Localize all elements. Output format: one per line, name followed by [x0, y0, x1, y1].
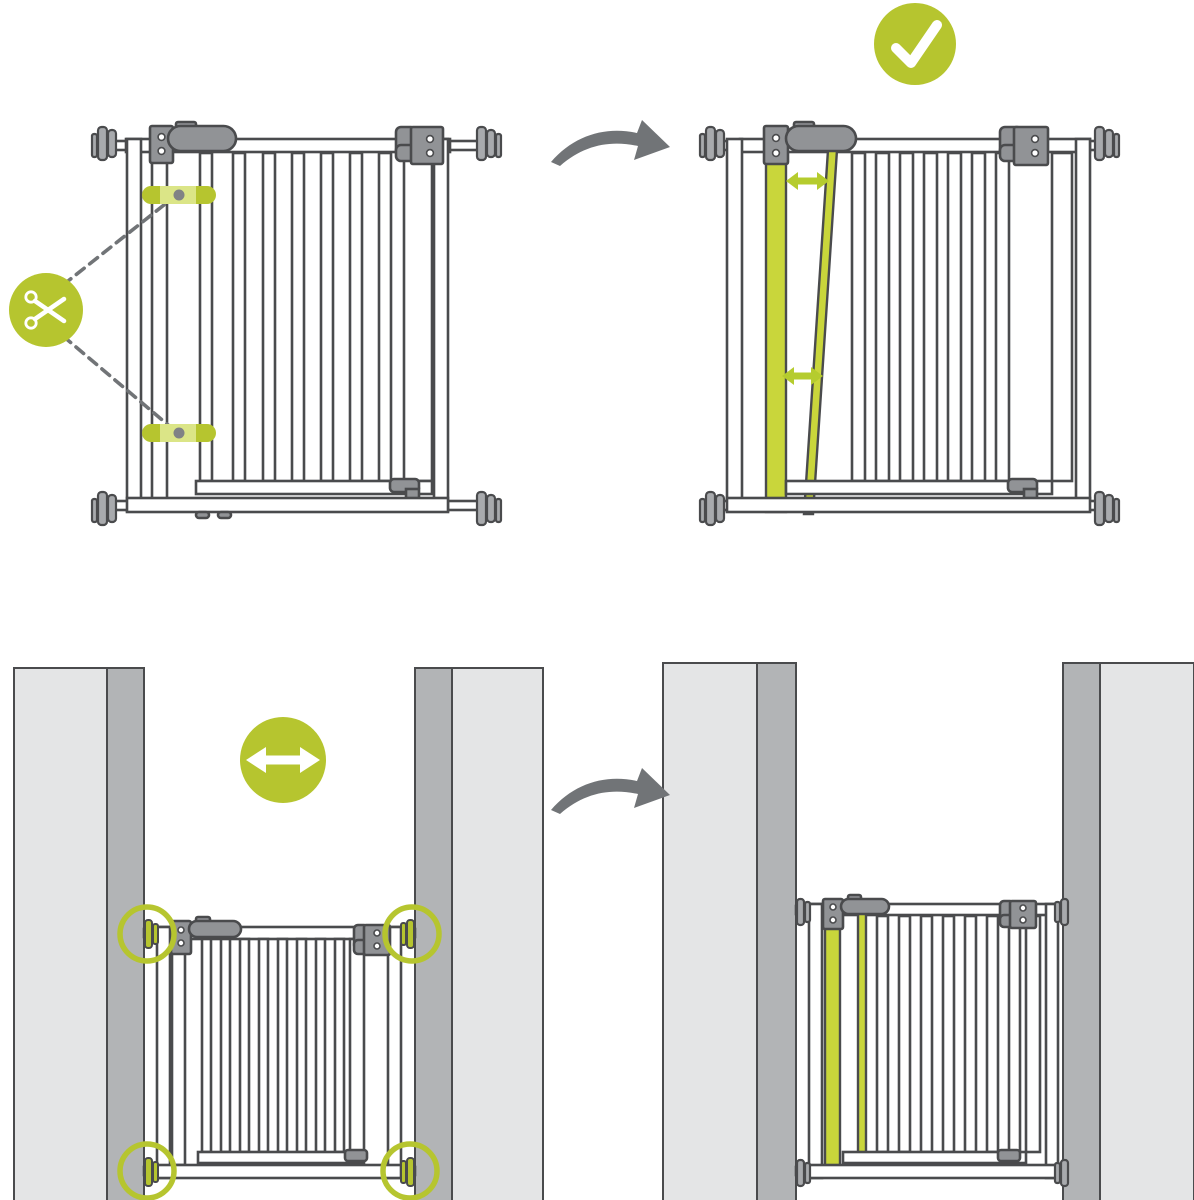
extension-bar-highlight	[764, 158, 788, 514]
hinge-bracket	[821, 897, 845, 931]
door-bottom-rail	[841, 1150, 1028, 1165]
gate-front-with-cut-marks	[9, 120, 503, 527]
gate-frame-bar	[1044, 902, 1060, 1180]
gate-door-slats	[875, 914, 1042, 1154]
step-connector-bottom	[540, 756, 680, 831]
wall-face	[662, 662, 758, 1200]
gate-handle	[187, 919, 243, 939]
panel-bottom-left	[0, 650, 594, 1200]
gate-frame-bar	[807, 902, 824, 1180]
gate-in-doorway-extension-installed	[662, 662, 1194, 1200]
gate-hinge-bar	[170, 948, 187, 1167]
safety-gate	[142, 915, 417, 1187]
latch-bracket	[998, 899, 1038, 930]
pressure-spindle	[475, 490, 503, 527]
door-bottom-rail	[196, 1150, 366, 1165]
extension-bar-highlight	[823, 926, 842, 1169]
pressure-spindle	[698, 490, 726, 527]
pressure-spindle	[90, 125, 118, 162]
gate-bottom-rail	[125, 496, 450, 514]
horizontal-spacing-arrow	[786, 172, 829, 190]
gate-door-slats	[200, 937, 366, 1154]
gate-bottom-rail	[807, 1163, 1060, 1180]
wall-face	[13, 667, 108, 1200]
gate-frame-bar	[125, 137, 143, 513]
floor-tab	[216, 510, 233, 520]
doorway-walls	[662, 662, 1194, 1200]
wall-face	[451, 667, 544, 1200]
curved-arrow-icon	[551, 120, 670, 166]
gate-frame-bar	[386, 925, 403, 1180]
door-bottom-rail	[194, 479, 434, 496]
pressure-point-ring	[382, 904, 442, 964]
gate-door-slats	[198, 151, 434, 483]
pressure-spindle	[1093, 125, 1121, 162]
latch-foot	[996, 1148, 1022, 1163]
wall-edge	[756, 662, 797, 1200]
gate-door-slats	[850, 151, 1074, 483]
gate-rod	[446, 499, 480, 512]
pressure-spindle	[475, 125, 503, 162]
gate-frame-bar	[432, 137, 450, 513]
gate-handle	[166, 124, 238, 153]
latch-foot	[343, 1148, 369, 1163]
cut-point-marker	[142, 424, 216, 442]
horizontal-spacing-arrow	[782, 367, 823, 385]
gate-frame-bar	[725, 137, 744, 513]
resize-horizontal-icon	[240, 717, 326, 803]
wall-edge	[106, 667, 145, 1200]
panel-top-right	[594, 0, 1194, 600]
gate-bottom-rail	[725, 496, 1092, 514]
pressure-spindle	[795, 897, 1070, 1188]
gate-frame-bar	[155, 925, 172, 1180]
pressure-spindle-highlighted	[144, 919, 415, 1187]
safety-gate	[698, 120, 1121, 527]
step-connector-top	[540, 108, 680, 180]
pressure-point-ring	[117, 1141, 177, 1200]
cut-point-marker	[142, 186, 216, 204]
floor-tab	[194, 510, 211, 520]
gate-handle	[784, 124, 858, 153]
wall-edge	[1062, 662, 1101, 1200]
pressure-spindle	[90, 490, 118, 527]
safety-gate	[90, 120, 503, 527]
doorway-walls	[13, 667, 544, 1200]
pressure-point-ring	[380, 1141, 440, 1200]
curved-arrow-icon	[551, 768, 670, 814]
gate-frame-bar	[1074, 137, 1092, 513]
gate-in-doorway-pressure-points	[13, 667, 544, 1200]
pressure-spindle	[1093, 490, 1121, 527]
pressure-point-ring	[117, 904, 177, 964]
gate-rod	[446, 139, 480, 152]
adjusted-bar-highlight	[802, 148, 839, 516]
panel-bottom-right	[594, 650, 1194, 1200]
latch-bracket	[998, 125, 1050, 167]
pointer-line	[61, 195, 176, 287]
safety-gate	[794, 893, 1070, 1188]
pointer-line	[61, 334, 176, 432]
gate-bottom-rail	[155, 1163, 403, 1180]
hinge-bracket	[762, 124, 790, 166]
latch-bracket	[394, 125, 445, 166]
check-icon	[874, 3, 956, 85]
panel-top-left	[0, 0, 594, 600]
gate-front-with-extension-spacing	[698, 3, 1121, 527]
pressure-spindle	[698, 125, 726, 162]
wall-edge	[414, 667, 453, 1200]
wall-face	[1099, 662, 1194, 1200]
gate-handle	[839, 897, 891, 916]
adjusted-bar-highlight	[856, 911, 868, 1159]
door-bottom-rail	[784, 479, 1054, 496]
scissors-icon	[9, 273, 83, 347]
